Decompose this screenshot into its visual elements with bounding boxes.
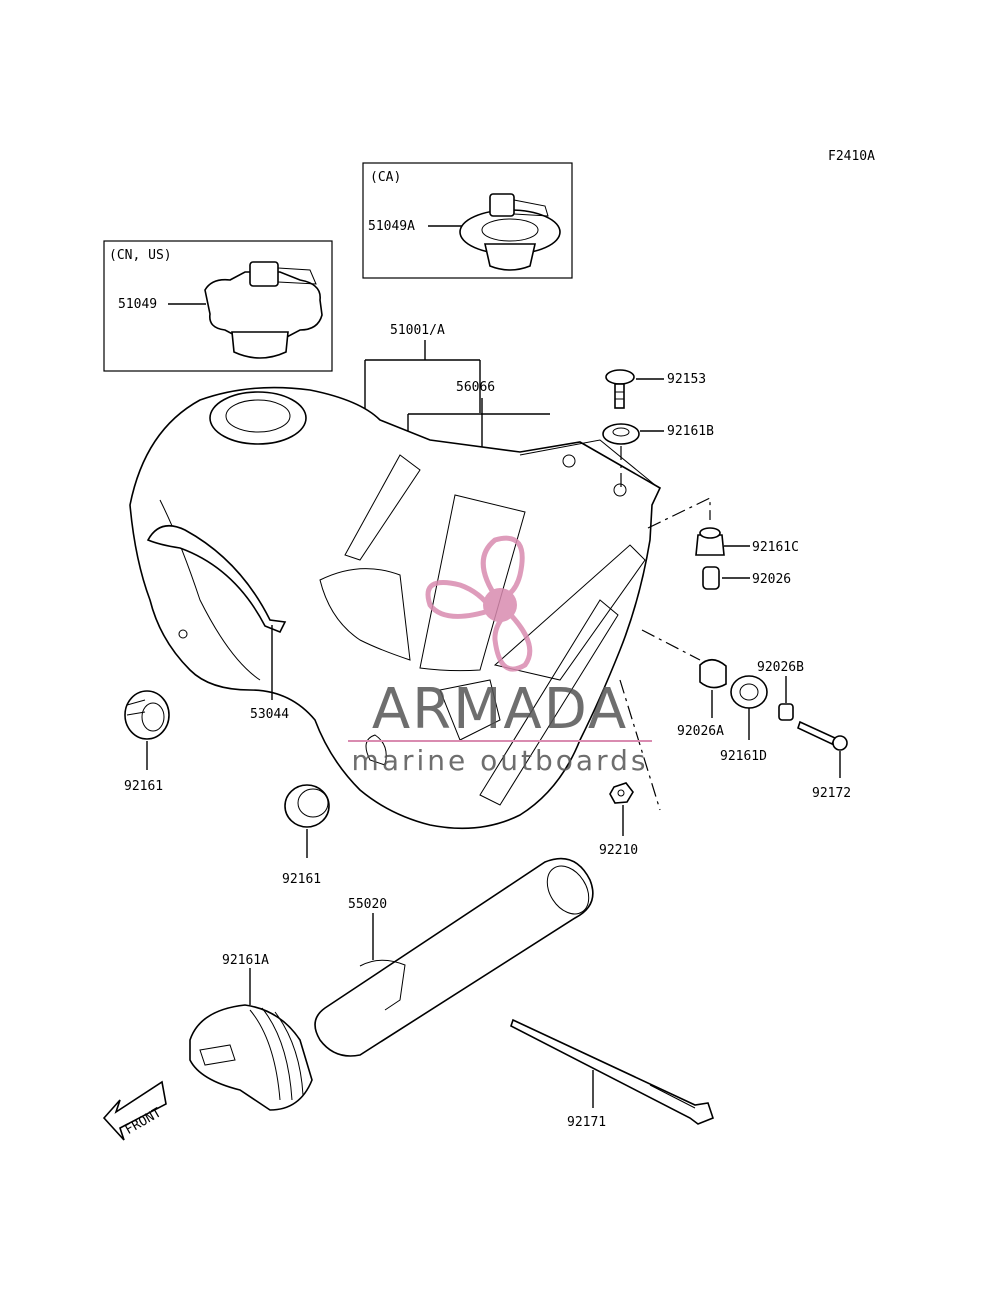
- grommet-92161-left-icon: [124, 690, 170, 740]
- collar-92026a-icon: [699, 658, 727, 689]
- cable-tie-92171: [510, 1018, 714, 1125]
- callout-51049A: 51049A: [368, 219, 415, 234]
- callout-92172: 92172: [812, 786, 851, 801]
- fuel-cap-cn-us-icon: [204, 261, 323, 359]
- bolt-92153-icon: [605, 369, 635, 409]
- callout-51001-a: 51001/A: [390, 323, 445, 338]
- watermark-tagline: marine outboards: [352, 744, 649, 777]
- bolt-92172-icon: [797, 720, 848, 751]
- damper-92161c-icon: [695, 527, 725, 556]
- variant-box-cn-us: (CN, US) 51049: [103, 240, 333, 372]
- callout-92161-mid: 92161: [282, 872, 321, 887]
- callout-51049: 51049: [118, 297, 157, 312]
- variant-label-cn-us: (CN, US): [109, 248, 172, 263]
- callout-92026b: 92026B: [757, 660, 804, 675]
- boot-92161a: [189, 1004, 313, 1111]
- callout-92210: 92210: [599, 843, 638, 858]
- fuel-cap-ca-icon: [459, 193, 561, 271]
- callout-92161d: 92161D: [720, 749, 767, 764]
- cover-55020: [314, 857, 594, 1057]
- variant-box-ca: (CA) 51049A: [362, 162, 573, 279]
- figure-code: F2410A: [828, 149, 875, 164]
- nut-92210-icon: [609, 782, 634, 804]
- fuel-tank: [129, 386, 662, 830]
- propeller-logo-icon: [425, 535, 533, 672]
- callout-92153: 92153: [667, 372, 706, 387]
- callout-92161c: 92161C: [752, 540, 799, 555]
- collar-92026-icon: [702, 566, 720, 590]
- callout-53044: 53044: [250, 707, 289, 722]
- callout-92026a: 92026A: [677, 724, 724, 739]
- callout-92026: 92026: [752, 572, 791, 587]
- callout-56066: 56066: [456, 380, 495, 395]
- callout-92161-left: 92161: [124, 779, 163, 794]
- callout-92161a: 92161A: [222, 953, 269, 968]
- variant-label-ca: (CA): [370, 170, 401, 185]
- grommet-92161b-icon: [602, 423, 640, 445]
- callout-55020: 55020: [348, 897, 387, 912]
- armada-watermark: ARMADA marine outboards: [348, 535, 652, 777]
- watermark-brand: ARMADA: [372, 677, 628, 742]
- front-arrow-icon: FRONT: [102, 1080, 167, 1141]
- damper-92161d-icon: [730, 675, 768, 709]
- collar-92026b-icon: [778, 703, 794, 721]
- grommet-92161-mid-icon: [284, 784, 330, 828]
- callout-92161b: 92161B: [667, 424, 714, 439]
- callout-92171: 92171: [567, 1115, 606, 1130]
- tube-53044: 53044: [146, 524, 289, 722]
